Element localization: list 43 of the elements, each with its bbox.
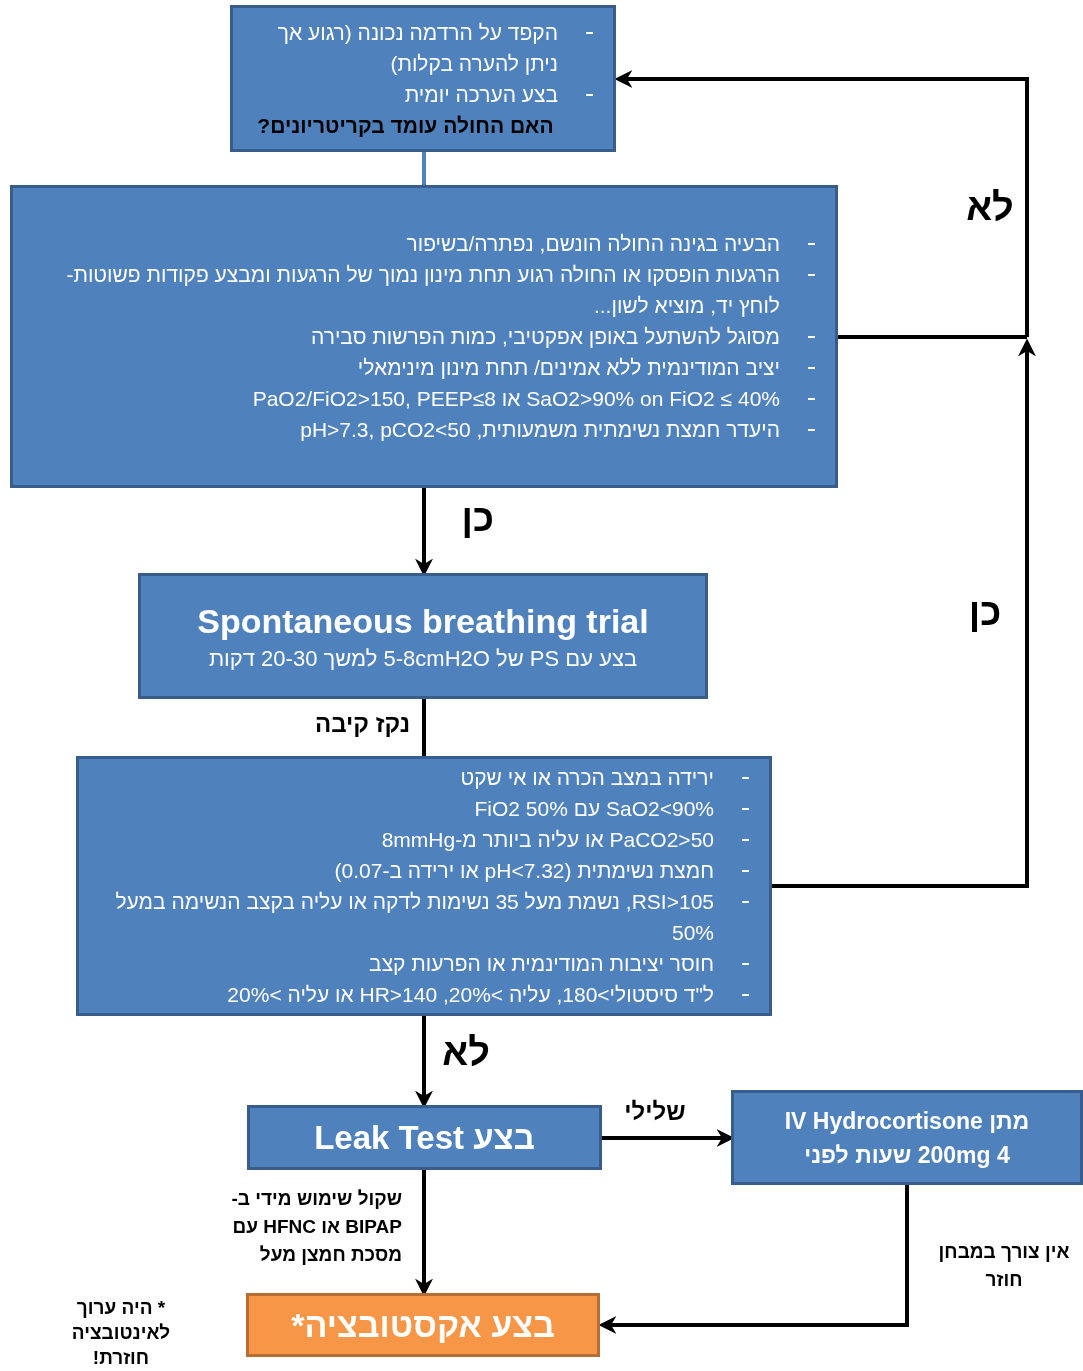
process-box: [138, 573, 708, 699]
edge-label: לא: [965, 185, 1015, 230]
box-text: בצע הערכה יומית: [404, 82, 558, 106]
box-text: ל"ד סיסטולי>180, עליה >20%, HR>140 או עליה >20%: [227, 983, 714, 1006]
box-text: SaO2<90% עם FiO2 50%: [474, 797, 714, 820]
box-text: ירידה במצב הכרה או אי שקט: [460, 766, 714, 789]
box-text: RSI>105, נשמת מעל 35 נשימות לדקה או עליה בקצב הנשימה במעל 50%: [115, 890, 714, 944]
criteria-box: [10, 185, 838, 488]
box-text: בצע Leak Test: [314, 1118, 535, 1156]
box-text: SaO2>90% on FiO2 ≤ 40% או PaO2/FiO2>150, PEEP≤8: [252, 387, 780, 410]
edge-label: נקז קיבה: [313, 710, 410, 739]
box-text: בצע עם PS של 5-8cmH2O למשך 20-30 דקות: [208, 645, 638, 671]
action-box: [246, 1293, 600, 1357]
box-text: הבעיה בגינה החולה הונשם, נפתרה/בשיפור: [406, 232, 780, 255]
arrow: [614, 70, 1029, 337]
edge-label: לא: [441, 1030, 490, 1075]
edge-label: שקול שימוש מידי ב-BIPAP או HFNC עם מסכת חמצן מעל: [230, 1187, 402, 1267]
arrow: [772, 338, 1036, 888]
box-text: מסוגל להשתעל באופן אפקטיבי, כמות הפרשות סבירה: [311, 325, 780, 348]
edge-label: אין צורך במבחן חוזר: [937, 1240, 1071, 1292]
footnote-text: * היה ערוך לאינטובציה חוזרת!: [70, 1296, 172, 1370]
connector-line: [422, 152, 426, 185]
box-text: הקפד על הרדמה נכונה (רגוע אך ניתן להערה בקלות): [277, 20, 558, 75]
box-text: מתן IV Hydrocortisone 200mg 4 שעות לפני: [784, 1107, 1030, 1168]
box-text: יציב המודינמית ללא אמינים/ תחת מינון מינימאלי: [357, 356, 780, 379]
criteria-box: [76, 756, 772, 1016]
box-text: היעדר חמצת נשימתית משמעותית, pH>7.3, pCO2<50: [300, 418, 780, 441]
box-text: בצע אקסטובציה*: [291, 1306, 555, 1344]
connector-line: [422, 699, 426, 756]
process-box: [247, 1105, 602, 1170]
box-text: PaCO2>50 או עליה ביותר מ-8mmHg: [381, 828, 714, 851]
criteria-box: [230, 5, 616, 152]
edge-label: שלילי: [623, 1098, 687, 1127]
box-text: חוסר יציבות המודינמית או הפרעות קצב: [369, 952, 714, 975]
connector-line: [838, 335, 1027, 339]
edge-label: כן: [460, 496, 494, 541]
arrow: [598, 1185, 909, 1334]
box-text: חמצת נשימתית (pH<7.32 או ירידה ב-0.07): [334, 859, 714, 882]
box-text: Spontaneous breathing trial: [197, 601, 649, 640]
edge-label: כן: [967, 590, 1003, 635]
box-text: האם החולה עומד בקריטריונים?: [257, 113, 554, 137]
box-text: הרגעות הופסקו או החולה רגוע תחת מינון נמוך של הרגעות ומבצע פקודות פשוטות- לוחץ יד, מוציא לשון...: [66, 263, 780, 317]
process-box: [731, 1090, 1083, 1185]
